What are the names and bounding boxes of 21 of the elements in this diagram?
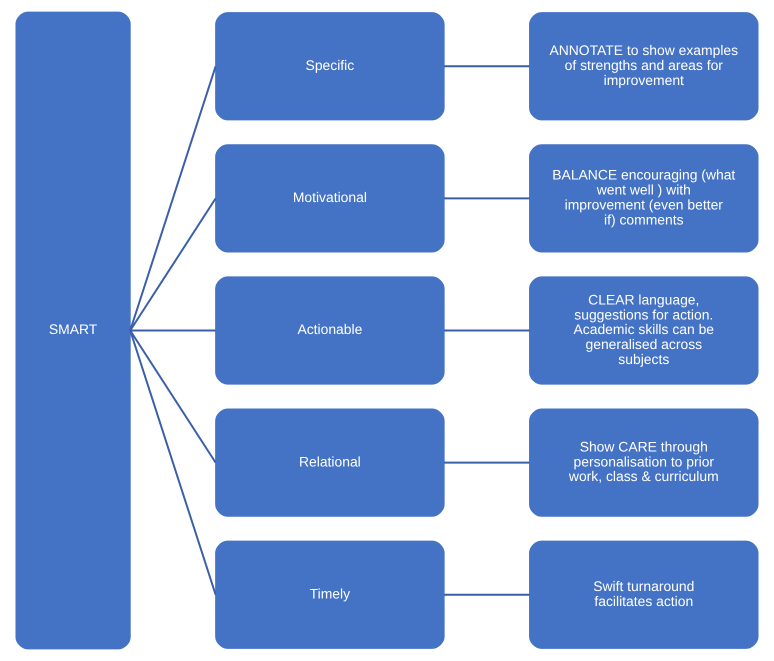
node-box: CLEAR language, suggestions for action. Academic skills can be generalised across subjects <box>529 276 759 385</box>
connector <box>444 197 530 200</box>
node-box: Motivational <box>215 144 445 253</box>
connector <box>130 330 216 332</box>
connector <box>129 198 216 332</box>
node-box: SMART <box>15 12 131 650</box>
node-box: Show CARE through personalisation to prior work, class & curriculum <box>529 408 759 517</box>
connector <box>129 330 216 464</box>
connector <box>129 66 217 331</box>
connector <box>444 65 530 68</box>
connector <box>444 594 530 596</box>
node-box: Timely <box>215 540 445 649</box>
connector <box>129 330 217 596</box>
connector <box>444 462 530 464</box>
node-box: Specific <box>215 12 445 120</box>
connector <box>444 330 530 332</box>
node-box: ANNOTATE to show examples of strengths and areas for improvement <box>529 12 759 120</box>
node-box: Actionable <box>215 276 445 385</box>
node-box: BALANCE encouraging (what went well ) with improvement (even better if) comments <box>529 144 759 253</box>
node-box: Relational <box>215 408 445 517</box>
node-box: Swift turnaround facilitates action <box>529 540 759 649</box>
